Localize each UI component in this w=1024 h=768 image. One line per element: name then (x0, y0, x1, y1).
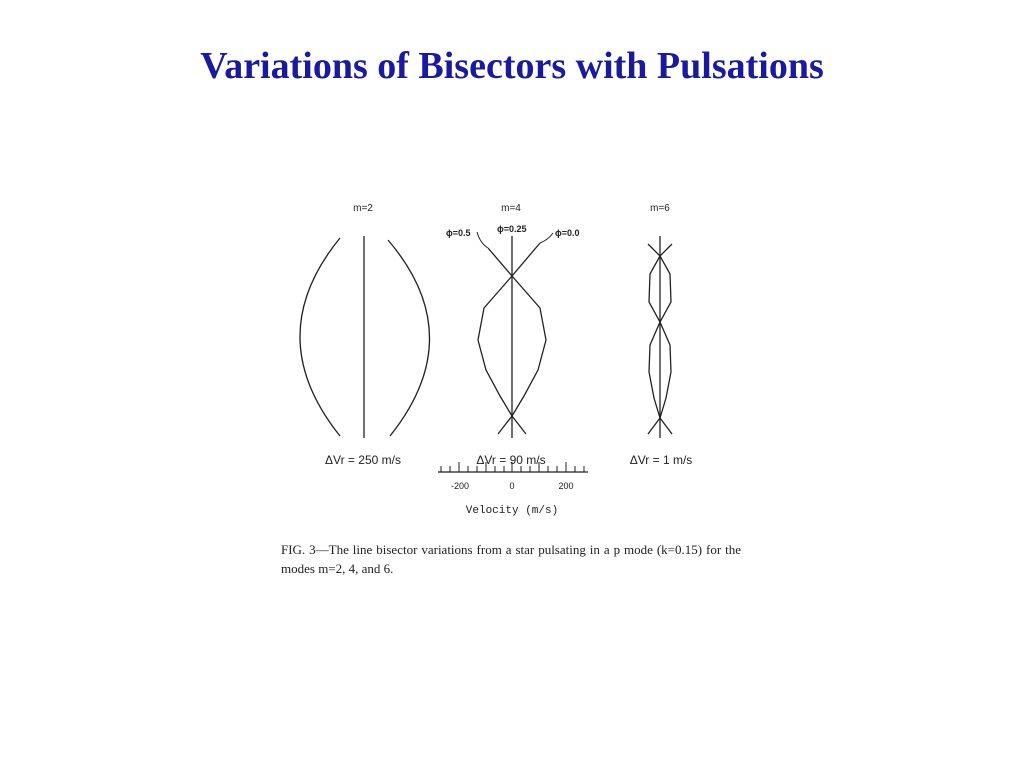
phase-label-0-5: ϕ=0.5 (446, 228, 471, 238)
panel-m6-amplitude-label: ΔVr = 1 m/s (630, 453, 693, 467)
phase-pointer-0-0 (539, 232, 554, 244)
panel-m4-amplitude-label: ΔVr = 90 m/s (476, 453, 545, 467)
velocity-axis-label: Velocity (m/s) (466, 505, 558, 517)
velocity-axis-ticks (440, 462, 585, 472)
panel-m4-mode-label: m=4 (501, 203, 521, 214)
figure-caption-text: —The line bisector variations from a sta… (281, 542, 742, 576)
figure-caption-label: FIG. 3 (281, 542, 316, 557)
phase-label-0-0: ϕ=0.0 (555, 228, 580, 238)
velocity-tick-label-200: 200 (558, 481, 573, 491)
panel-m4-bisector-phase-0-0 (497, 242, 547, 435)
panel-m4-bisector-phase-0-5 (477, 247, 527, 435)
phase-label-0-25: ϕ=0.25 (497, 224, 527, 234)
velocity-tick-label-neg200: -200 (451, 481, 469, 491)
panel-m6-bisector-right (647, 243, 673, 435)
panel-m2-amplitude-label: ΔVr = 250 m/s (325, 453, 401, 467)
panel-m2-mode-label: m=2 (353, 203, 373, 214)
velocity-tick-label-0: 0 (509, 481, 514, 491)
figure-caption: FIG. 3—The line bisector variations from… (281, 540, 741, 578)
panel-m6-bisector-left (647, 243, 673, 435)
panel-m6-mode-label: m=6 (650, 203, 670, 214)
phase-pointer-0-5 (476, 231, 489, 249)
panel-m2-left-bisector (299, 237, 341, 437)
slide-title: Variations of Bisectors with Pulsations (200, 45, 824, 87)
panel-m2-right-bisector (387, 239, 431, 437)
